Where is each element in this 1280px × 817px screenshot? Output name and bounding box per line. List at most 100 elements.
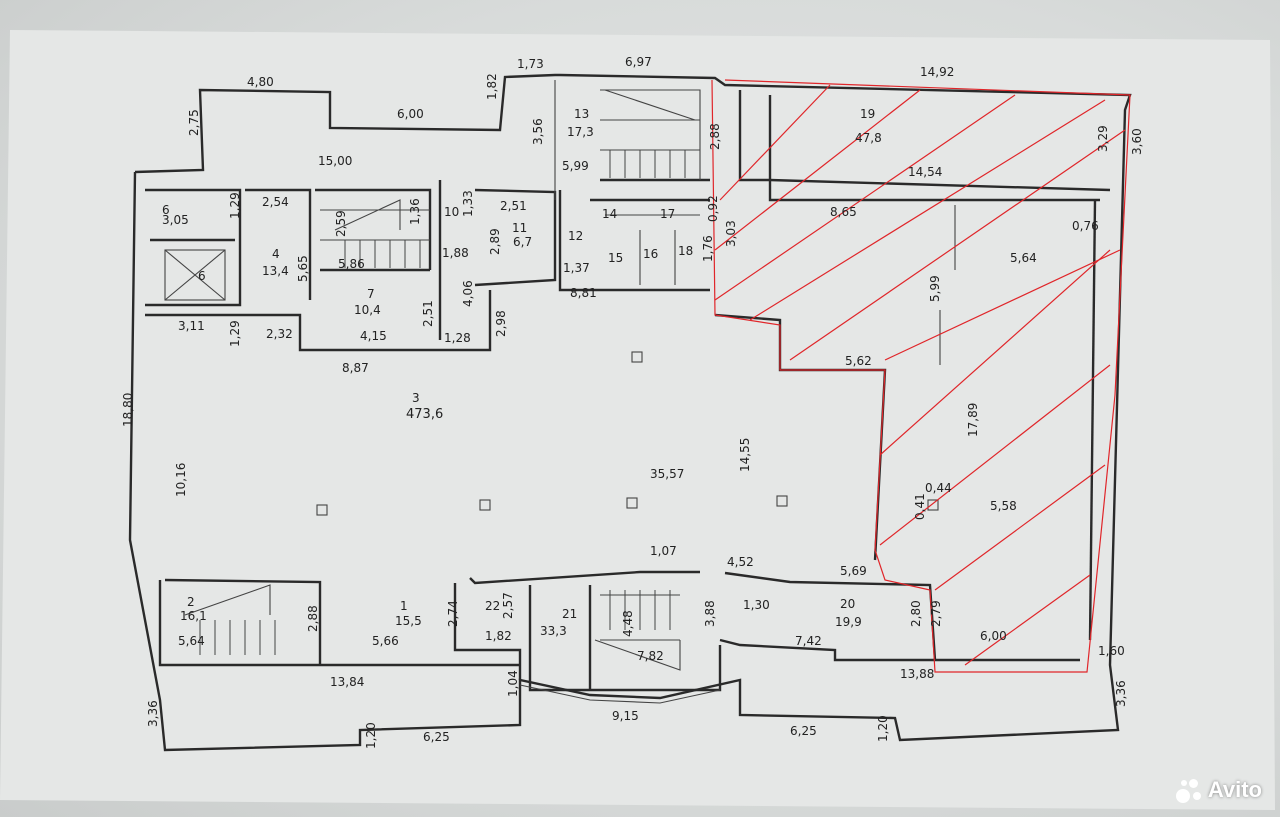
stair-symbols: [164, 89, 939, 671]
dim-label: 1,07: [650, 544, 677, 558]
room-number: 18: [678, 244, 693, 258]
avito-logo-icon: [1175, 777, 1202, 803]
dim-label: 5,66: [372, 634, 399, 648]
dim-label: 5,69: [840, 564, 867, 578]
dim-label: 2,89: [488, 228, 502, 255]
dim-label: 2,32: [266, 327, 293, 341]
room-number: 21: [562, 607, 577, 621]
dim-label: 1,82: [485, 73, 499, 100]
walls: [128, 73, 1132, 752]
dim-label: 6,25: [790, 724, 817, 738]
dim-label: 3,60: [1130, 128, 1144, 155]
dim-label: 1,76: [701, 235, 715, 262]
dim-label: 2,79: [929, 600, 943, 627]
dim-label: 18,80: [121, 393, 135, 427]
dim-label: 4,52: [727, 555, 754, 569]
dim-label: 7,42: [795, 634, 822, 648]
dim-label: 3,29: [1096, 125, 1110, 152]
room-numbers: 19 13 6 10 14 17 11 12 4 16 18 15 6 7 3 …: [162, 107, 875, 621]
room-number: 6: [198, 269, 206, 283]
dim-label: 1,33: [461, 190, 475, 217]
dim-label: 2,98: [494, 310, 508, 337]
dim-label: 2,57: [501, 592, 515, 619]
dim-label: 1,29: [228, 320, 242, 347]
dim-label: 4,48: [621, 610, 635, 637]
dim-label: 1,73: [517, 57, 544, 71]
dim-label: 8,87: [342, 361, 369, 375]
room-number: 14: [602, 207, 617, 221]
dim-label: 1,36: [408, 198, 422, 225]
dim-label: 13,4: [262, 264, 289, 278]
dim-label: 13,84: [330, 675, 364, 689]
dim-label: 5,65: [296, 255, 310, 282]
dim-label: 2,51: [500, 199, 527, 213]
dim-label: 5,99: [928, 275, 942, 302]
dim-label: 6,7: [513, 235, 532, 249]
dim-label: 0,44: [925, 481, 952, 495]
dim-label: 1,28: [444, 331, 471, 345]
dim-label: 8,65: [830, 205, 857, 219]
dim-label: 1,37: [563, 261, 590, 275]
dim-label: 3,88: [703, 600, 717, 627]
dimension-labels: 14,92 1,73 6,97 4,80 1,82 6,00 2,75 3,56…: [121, 55, 1144, 749]
dim-label: 6,00: [397, 107, 424, 121]
dim-label: 35,57: [650, 467, 684, 481]
dim-label: 2,59: [334, 210, 348, 237]
dim-label: 1,20: [364, 722, 378, 749]
dim-label: 3,36: [146, 700, 160, 727]
dim-label: 16,1: [180, 609, 207, 623]
dim-label: 13,88: [900, 667, 934, 681]
dim-label: 2,74: [446, 600, 460, 627]
dim-label: 19,9: [835, 615, 862, 629]
dim-label: 2,54: [262, 195, 289, 209]
dim-label: 1,04: [506, 670, 520, 697]
dim-label: 14,92: [920, 65, 954, 79]
dim-label: 1,29: [228, 192, 242, 219]
dim-label: 14,54: [908, 165, 942, 179]
dim-label: 47,8: [855, 131, 882, 145]
dim-label: 14,55: [738, 438, 752, 472]
dim-label: 3,11: [178, 319, 205, 333]
dim-label: 1,30: [743, 598, 770, 612]
room-number: 1: [400, 599, 408, 613]
room-number: 13: [574, 107, 589, 121]
room-number: 6: [162, 203, 170, 217]
room-number: 16: [643, 247, 658, 261]
dim-label: 5,64: [178, 634, 205, 648]
dim-label: 1,60: [1098, 644, 1125, 658]
dim-label: 3,56: [531, 118, 545, 145]
dim-label: 2,88: [708, 123, 722, 150]
highlighted-area: [711, 79, 1131, 673]
dim-label: 2,75: [187, 109, 201, 136]
dim-label: 5,64: [1010, 251, 1037, 265]
dim-label: 2,80: [909, 600, 923, 627]
dim-label: 0,41: [913, 493, 927, 520]
avito-watermark: Avito: [1175, 777, 1262, 803]
dim-label: 6,97: [625, 55, 652, 69]
dim-label: 9,15: [612, 709, 639, 723]
room-number: 3: [412, 391, 420, 405]
dim-label: 2,51: [421, 300, 435, 327]
dim-label: 4,06: [461, 280, 475, 307]
dim-label: 3,05: [162, 213, 189, 227]
dim-label: 5,62: [845, 354, 872, 368]
dim-label: 3,03: [724, 220, 738, 247]
dim-label: 17,3: [567, 125, 594, 139]
dim-label: 1,82: [485, 629, 512, 643]
room-number: 15: [608, 251, 623, 265]
dim-label: 0,76: [1072, 219, 1099, 233]
room-number: 17: [660, 207, 675, 221]
room-number: 22: [485, 599, 500, 613]
dim-label: 3,36: [1114, 680, 1128, 707]
dim-label: 473,6: [406, 407, 443, 422]
dim-label: 7,82: [637, 649, 664, 663]
room-number: 19: [860, 107, 875, 121]
paper-sheet: [0, 30, 1275, 810]
dim-label: 4,80: [247, 75, 274, 89]
dim-label: 17,89: [966, 403, 980, 437]
dim-label: 6,25: [423, 730, 450, 744]
dim-label: 0,92: [706, 195, 720, 222]
dim-label: 5,58: [990, 499, 1017, 513]
